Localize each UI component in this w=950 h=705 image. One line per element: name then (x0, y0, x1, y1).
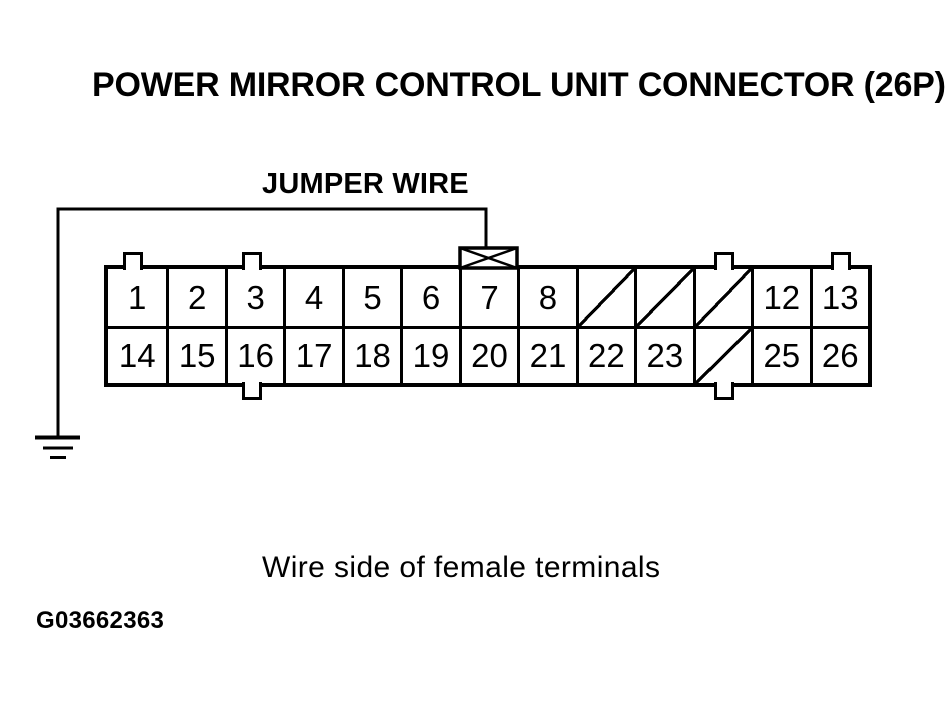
pin-number: 16 (237, 337, 274, 374)
pin-number: 14 (118, 337, 156, 374)
pin-cell-blank (634, 269, 693, 326)
pin-cell-19: 19 (400, 326, 459, 383)
pin-number: 23 (646, 337, 684, 374)
jumper-wire-label: JUMPER WIRE (262, 168, 469, 200)
pin-cell-15: 15 (166, 326, 225, 383)
pin-cell-16: 16 (224, 326, 284, 383)
figure-id: G03662363 (36, 607, 165, 634)
pin-number: 6 (421, 278, 441, 316)
pin-number: 17 (295, 337, 333, 374)
pin-cell-3: 3 (224, 269, 283, 326)
pin-cell-18: 18 (341, 326, 401, 383)
pin-cell-6: 6 (400, 269, 458, 326)
ground-icon (35, 435, 80, 459)
pin-cell-20: 20 (458, 326, 518, 383)
pin-number: 26 (821, 337, 859, 374)
pin-number: 4 (304, 278, 324, 316)
pin-number: 2 (188, 278, 207, 316)
page-title: POWER MIRROR CONTROL UNIT CONNECTOR (26P… (92, 66, 946, 104)
pin-cell-12: 12 (751, 269, 809, 326)
pin-cell-4: 4 (283, 269, 341, 326)
pin-number: 7 (480, 278, 499, 316)
pin-cell-13: 13 (809, 269, 868, 326)
pin-number: 22 (588, 337, 625, 374)
pin-number: 8 (538, 278, 558, 316)
pin-cell-7: 7 (458, 269, 517, 326)
no-terminal-slash (578, 269, 635, 326)
caption: Wire side of female terminals (262, 551, 661, 584)
pin-number: 19 (412, 337, 450, 374)
pin-cell-22: 22 (575, 326, 635, 383)
pin-cell-17: 17 (283, 326, 342, 383)
pin-number: 13 (821, 278, 859, 316)
pin-cell-21: 21 (517, 326, 576, 383)
pin-cell-blank (692, 269, 752, 326)
pin-cell-1: 1 (108, 269, 166, 326)
no-terminal-slash (695, 269, 752, 326)
pin-cell-25: 25 (751, 326, 810, 383)
no-terminal-slash (637, 269, 693, 326)
pin-number: 3 (246, 278, 265, 316)
pin-cell-2: 2 (166, 269, 224, 326)
pin-cell-8: 8 (517, 269, 575, 326)
pin-number: 1 (128, 278, 147, 316)
pin-number: 12 (763, 278, 801, 316)
pin-cell-blank (575, 269, 635, 326)
no-terminal-slash (695, 329, 752, 383)
pin-number: 15 (178, 337, 216, 374)
pin-number: 20 (471, 337, 508, 374)
pin-cell-5: 5 (341, 269, 400, 326)
pin-cell-14: 14 (108, 326, 167, 383)
pin-cell-blank (692, 326, 752, 383)
pin-cell-26: 26 (809, 326, 868, 383)
pin-number: 25 (763, 337, 801, 374)
pin-number: 18 (354, 337, 391, 374)
pin-number: 21 (529, 337, 567, 374)
pin-number: 5 (363, 278, 382, 316)
pin-cell-23: 23 (634, 326, 693, 383)
